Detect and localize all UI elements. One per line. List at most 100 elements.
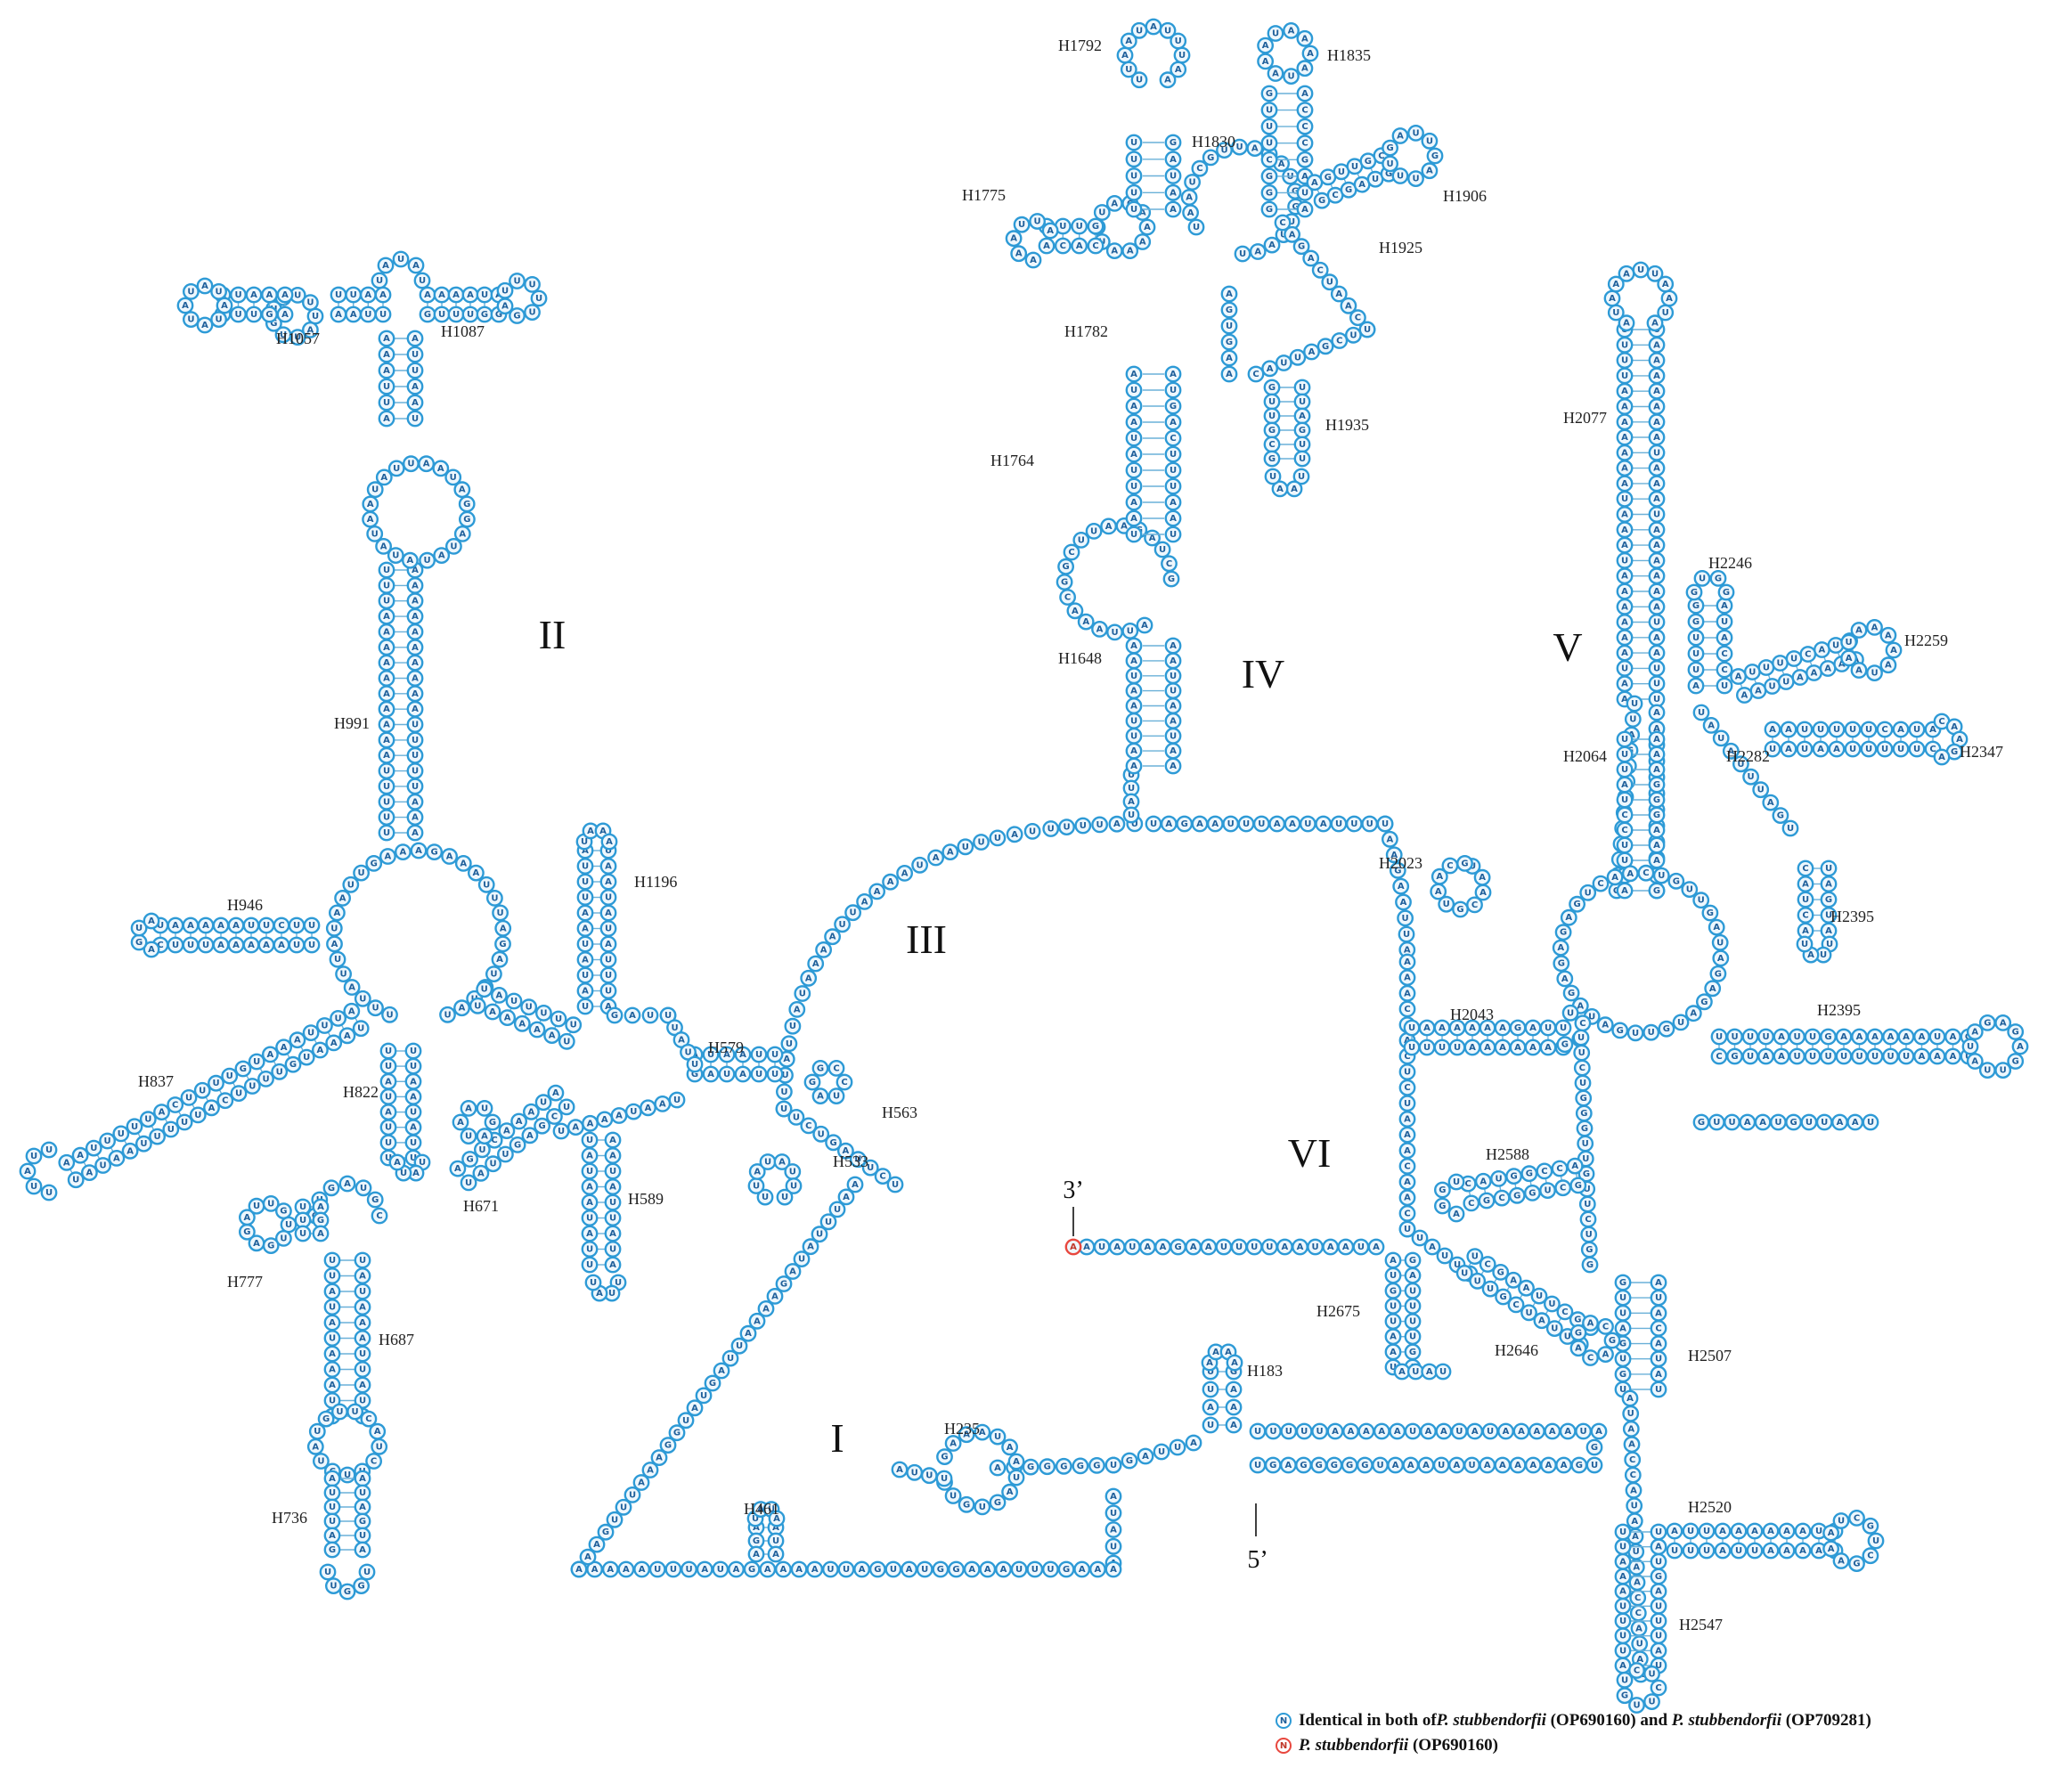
svg-text:U: U — [385, 1092, 392, 1102]
svg-text:A: A — [1717, 954, 1724, 964]
svg-text:A: A — [412, 797, 419, 807]
svg-text:U: U — [1487, 1284, 1494, 1294]
nucleotide: A — [496, 297, 514, 315]
nucleotide: U — [387, 460, 405, 477]
nucleotide: A — [1666, 1522, 1683, 1540]
svg-text:A: A — [1373, 1242, 1380, 1252]
nucleotide: U — [323, 1498, 341, 1516]
nucleotide: A — [1528, 1422, 1545, 1440]
svg-text:U: U — [299, 1229, 306, 1239]
svg-text:A: A — [383, 751, 390, 761]
svg-text:C: C — [551, 1112, 558, 1122]
svg-text:A: A — [1619, 1324, 1626, 1333]
svg-text:U: U — [917, 860, 924, 870]
nucleotide: U — [210, 282, 228, 300]
svg-text:U: U — [397, 255, 404, 265]
svg-text:U: U — [226, 1071, 233, 1081]
svg-text:U: U — [478, 1145, 485, 1155]
svg-text:A: A — [1671, 1527, 1678, 1536]
svg-text:A: A — [410, 1077, 417, 1087]
legend-common-text-2: (OP690160) and — [1545, 1711, 1672, 1730]
nucleotide: A — [513, 1014, 531, 1032]
svg-text:U: U — [1817, 725, 1824, 735]
svg-text:A: A — [438, 551, 445, 561]
nucleotide: U — [1643, 1666, 1660, 1682]
svg-text:A: A — [1825, 926, 1832, 936]
svg-text:A: A — [1871, 623, 1879, 632]
svg-text:A: A — [778, 1158, 786, 1168]
nucleotide: A — [654, 1096, 672, 1112]
nucleotide: A — [1125, 493, 1143, 511]
svg-text:A: A — [647, 1466, 654, 1476]
svg-text:U: U — [1716, 938, 1724, 948]
nucleotide: G — [1701, 904, 1719, 922]
svg-text:U: U — [1721, 617, 1728, 627]
nucleotide: G — [606, 1006, 624, 1024]
svg-text:U: U — [1585, 1230, 1593, 1240]
nucleotide: A — [378, 639, 395, 656]
nucleotide: U — [989, 1428, 1007, 1446]
svg-text:A: A — [1828, 1528, 1835, 1538]
svg-text:C: C — [833, 1063, 839, 1073]
svg-text:A: A — [1564, 1427, 1571, 1437]
nucleotide: U — [371, 272, 388, 289]
svg-text:U: U — [1582, 1154, 1589, 1164]
nucleotide: C — [365, 1453, 382, 1470]
svg-text:A: A — [1404, 1115, 1411, 1125]
svg-text:A: A — [1571, 1161, 1578, 1171]
svg-text:U: U — [581, 837, 588, 847]
svg-text:A: A — [1655, 1646, 1662, 1656]
nucleotide: A — [1421, 1363, 1439, 1381]
nucleotide: A — [378, 346, 395, 363]
nucleotide: G — [1316, 338, 1334, 355]
svg-text:U: U — [994, 834, 1001, 843]
svg-text:G: G — [817, 1063, 824, 1073]
legend-common-text-1: Identical in both of — [1299, 1711, 1437, 1730]
svg-text:A: A — [1971, 1057, 1978, 1067]
nucleotide: A — [143, 941, 160, 958]
svg-text:A: A — [1621, 525, 1628, 535]
helix-label: H1648 — [1058, 649, 1102, 667]
svg-text:U: U — [1686, 885, 1693, 895]
nucleotide: U — [354, 1283, 371, 1300]
svg-text:A: A — [1128, 797, 1135, 807]
nucleotide: A — [276, 286, 294, 304]
svg-text:A: A — [1130, 762, 1137, 771]
svg-text:A: A — [1454, 1461, 1461, 1470]
svg-text:U: U — [412, 721, 419, 730]
svg-text:U: U — [1653, 510, 1660, 520]
nucleotide: A — [378, 731, 395, 749]
svg-text:A: A — [1225, 1348, 1232, 1357]
svg-text:U: U — [424, 556, 431, 566]
svg-text:U: U — [1846, 638, 1853, 648]
svg-text:A: A — [638, 1478, 645, 1488]
svg-text:A: A — [460, 859, 467, 868]
svg-text:A: A — [1612, 280, 1619, 289]
svg-text:A: A — [1653, 572, 1660, 582]
nucleotide: A — [1302, 249, 1320, 267]
svg-text:U: U — [383, 813, 390, 823]
svg-text:U: U — [1130, 672, 1137, 681]
nucleotide: U — [1607, 304, 1625, 322]
nucleotide: A — [1137, 1447, 1154, 1465]
nucleotide: C — [1164, 429, 1182, 447]
nucleotide: A — [1616, 521, 1634, 539]
nucleotide: U — [476, 981, 493, 998]
nucleotide: A — [1038, 237, 1056, 255]
svg-text:G: G — [1365, 157, 1372, 167]
helix-label: H991 — [334, 714, 370, 732]
nucleotide: U — [1404, 1282, 1422, 1299]
nucleotide: U — [1013, 216, 1031, 233]
svg-text:U: U — [1453, 1177, 1460, 1187]
svg-text:G: G — [1439, 1185, 1446, 1195]
svg-text:G: G — [1581, 1124, 1588, 1134]
nucleotide: C — [836, 1073, 853, 1091]
svg-text:U: U — [383, 597, 390, 607]
nucleotide: G — [1553, 955, 1570, 973]
svg-text:A: A — [329, 1349, 336, 1359]
svg-text:A: A — [266, 290, 273, 300]
svg-text:A: A — [1655, 1587, 1662, 1597]
svg-text:U: U — [202, 941, 209, 950]
svg-text:U: U — [350, 290, 357, 300]
nucleotide: C — [827, 1060, 845, 1077]
